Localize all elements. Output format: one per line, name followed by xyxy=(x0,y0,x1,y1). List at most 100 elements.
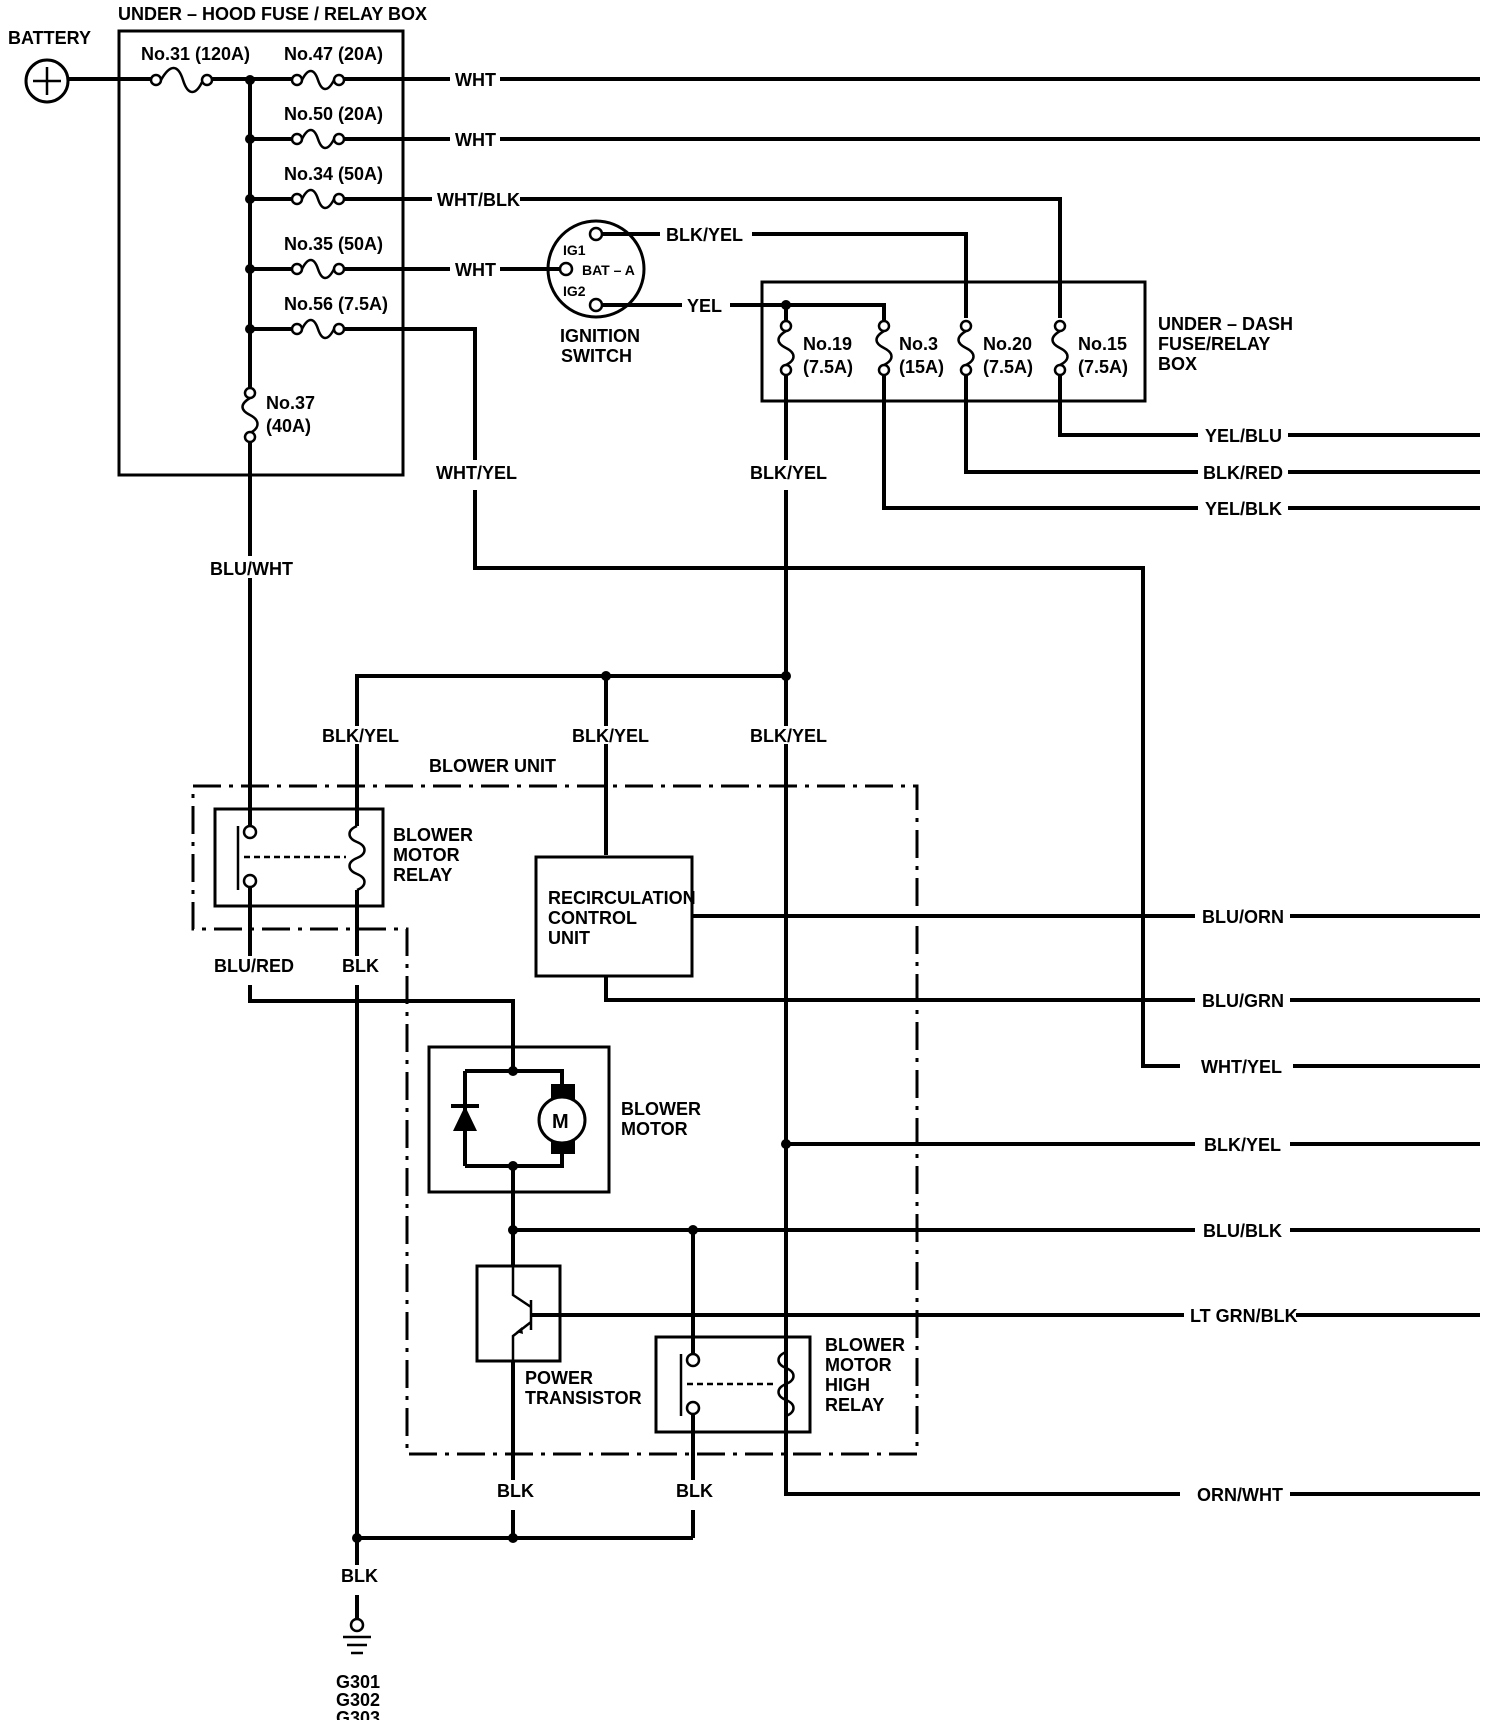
fuse-no15-label-a: No.15 xyxy=(1078,334,1127,354)
wire-blk-yel-c: BLK/YEL xyxy=(750,726,827,746)
fuse-no34-label: No.34 (50A) xyxy=(284,164,383,184)
connector-orn-wht: ORN/WHT xyxy=(1197,1485,1283,1505)
ignition-ig2: IG2 xyxy=(563,283,586,299)
blower-motor-relay-label-1: BLOWER xyxy=(393,825,473,845)
fuse-no31-label: No.31 (120A) xyxy=(141,44,250,64)
fuse-no15-label-b: (7.5A) xyxy=(1078,357,1128,377)
wire-blk-yel-a: BLK/YEL xyxy=(322,726,399,746)
fuse-no56-label: No.56 (7.5A) xyxy=(284,294,388,314)
wire-blk-hr: BLK xyxy=(676,1481,713,1501)
fuse-no35-label: No.35 (50A) xyxy=(284,234,383,254)
recirc-label-1: RECIRCULATION xyxy=(548,888,696,908)
ignition-switch-body xyxy=(546,219,646,319)
underhood-box-outline xyxy=(117,29,405,477)
ground-g302: G302 xyxy=(336,1690,380,1710)
blower-unit-title: BLOWER UNIT xyxy=(429,756,556,776)
fuse-no19-label-a: No.19 xyxy=(803,334,852,354)
wire-blk-yel-ign: BLK/YEL xyxy=(666,225,743,245)
ignition-switch: IG1 BAT – A IG2 IGNITION SWITCH xyxy=(546,219,646,366)
fuse-no3 xyxy=(875,305,893,377)
wire-yel: YEL xyxy=(687,296,722,316)
fuse-no20-label-a: No.20 xyxy=(983,334,1032,354)
wire-no3-out xyxy=(882,375,1480,510)
recirc-label-3: UNIT xyxy=(548,928,590,948)
connector-blk-yel: BLK/YEL xyxy=(1204,1135,1281,1155)
wire-blk-gnd: BLK xyxy=(341,1566,378,1586)
blk-yel-branch xyxy=(355,674,786,855)
battery-plus-icon xyxy=(33,67,61,95)
connector-wht-yel: WHT/YEL xyxy=(1201,1057,1282,1077)
wire-blu-red: BLU/RED xyxy=(214,956,294,976)
ground-bus xyxy=(355,1536,693,1620)
ground-g301: G301 xyxy=(336,1672,380,1692)
blower-motor-label-1: BLOWER xyxy=(621,1099,701,1119)
connector-blk-red: BLK/RED xyxy=(1203,463,1283,483)
fuse-no19-label-b: (7.5A) xyxy=(803,357,853,377)
blower-motor-relay-label-3: RELAY xyxy=(393,865,452,885)
fuse-no37-label-b: (40A) xyxy=(266,416,311,436)
blower-high-relay-label-4: RELAY xyxy=(825,1395,884,1415)
wire-wht-blk: WHT/BLK xyxy=(437,190,520,210)
recirc-out-wire-2 xyxy=(604,976,1480,1002)
recirc-label-2: CONTROL xyxy=(548,908,637,928)
wire-wht-2: WHT xyxy=(455,130,496,150)
fuse-no50 xyxy=(250,128,1480,150)
connector-blu-blk: BLU/BLK xyxy=(1203,1221,1282,1241)
ignition-switch-label-1: IGNITION xyxy=(560,326,640,346)
power-transistor-label-2: TRANSISTOR xyxy=(525,1388,642,1408)
underdash-box-outline xyxy=(760,280,1147,403)
wire-wht-1: WHT xyxy=(455,70,496,90)
blower-motor-high-relay xyxy=(654,1335,812,1434)
ignition-ig1: IG1 xyxy=(563,242,586,258)
blk-yel-trunk xyxy=(784,375,1180,1496)
fuse-no20-label-b: (7.5A) xyxy=(983,357,1033,377)
blower-motor-label-2: MOTOR xyxy=(621,1119,688,1139)
blower-motor-relay xyxy=(213,807,385,908)
underhood-fuse-box: UNDER – HOOD FUSE / RELAY BOX xyxy=(117,4,427,477)
power-transistor-label-1: POWER xyxy=(525,1368,593,1388)
wire-wht-yel-mid: WHT/YEL xyxy=(436,463,517,483)
diode-icon xyxy=(453,1106,477,1131)
ground-g303: G303 xyxy=(336,1708,380,1720)
fuse-no20 xyxy=(957,319,975,377)
connector-lt-grn-blk: LT GRN/BLK xyxy=(1190,1306,1298,1326)
wire-blu-wht: BLU/WHT xyxy=(210,559,293,579)
battery-label: BATTERY xyxy=(8,28,91,48)
wire-wht-3: WHT xyxy=(455,260,496,280)
underdash-box-label-1: UNDER – DASH xyxy=(1158,314,1293,334)
wire-blk-relay: BLK xyxy=(342,956,379,976)
underdash-fuse-box: UNDER – DASH FUSE/RELAY BOX xyxy=(760,280,1293,403)
blower-high-relay-label-2: MOTOR xyxy=(825,1355,892,1375)
fuse-no47 xyxy=(250,69,1480,91)
connector-yel-blk: YEL/BLK xyxy=(1205,499,1282,519)
ignition-bat: BAT – A xyxy=(582,262,635,278)
blu-red-wire xyxy=(248,887,515,1067)
ignition-switch-label-2: SWITCH xyxy=(561,346,632,366)
fuse-no15 xyxy=(1051,319,1069,377)
blower-motor xyxy=(427,1045,611,1194)
blower-high-relay-label-1: BLOWER xyxy=(825,1335,905,1355)
motor-icon xyxy=(537,1095,587,1145)
blower-high-relay-label-3: HIGH xyxy=(825,1375,870,1395)
wire-blk-yel-mid: BLK/YEL xyxy=(750,463,827,483)
underdash-box-label-3: BOX xyxy=(1158,354,1197,374)
battery: BATTERY xyxy=(8,28,91,104)
connector-yel-blu: YEL/BLU xyxy=(1205,426,1282,446)
fuse-no47-label: No.47 (20A) xyxy=(284,44,383,64)
blower-motor-symbol: M xyxy=(552,1111,569,1133)
fuse-no19 xyxy=(777,305,795,377)
blower-unit-boundary xyxy=(191,784,919,1456)
underdash-box-label-2: FUSE/RELAY xyxy=(1158,334,1270,354)
wire-blk-yel-b: BLK/YEL xyxy=(572,726,649,746)
connector-blu-orn: BLU/ORN xyxy=(1202,907,1284,927)
blower-motor-relay-label-2: MOTOR xyxy=(393,845,460,865)
fuse-no37 xyxy=(241,386,259,444)
fuse-no3-label-b: (15A) xyxy=(899,357,944,377)
connector-blu-grn: BLU/GRN xyxy=(1202,991,1284,1011)
fuse-no31 xyxy=(149,66,250,94)
fuse-no3-label-a: No.3 xyxy=(899,334,938,354)
fuse-no35 xyxy=(250,258,560,280)
wire-blk-pt: BLK xyxy=(497,1481,534,1501)
ground-icon xyxy=(343,1617,371,1655)
